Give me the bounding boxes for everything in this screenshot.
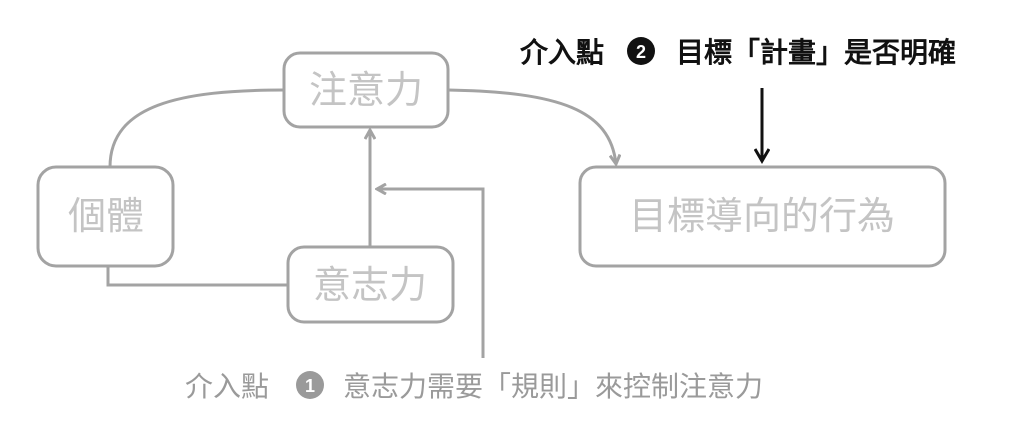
intervention-1-prefix: 介入點 [185, 371, 269, 402]
connector-individual-attention [108, 88, 285, 168]
node-individual-label: 個體 [68, 196, 144, 238]
connector-attention-goal [447, 88, 616, 164]
node-willpower: 意志力 [286, 245, 455, 324]
node-willpower-label: 意志力 [313, 265, 427, 307]
intervention-1-label: 介入點 1 意志力需要「規則」來控制注意力 [185, 371, 763, 402]
intervention-2-label: 介入點 2 目標「計畫」是否明確 [519, 36, 956, 68]
intervention-2-prefix: 介入點 [519, 37, 604, 68]
node-attention-label: 注意力 [309, 70, 423, 112]
intervention-1-arrow [377, 189, 485, 358]
node-goal-behavior-label: 目標導向的行為 [629, 196, 895, 238]
connector-individual-willpower [106, 266, 288, 287]
intervention-1-badge [296, 371, 324, 399]
intervention-1-number: 1 [305, 376, 315, 396]
node-individual: 個體 [36, 165, 175, 268]
intervention-2-text: 目標「計畫」是否明確 [676, 36, 956, 68]
intervention-1-text: 意志力需要「規則」來控制注意力 [343, 371, 763, 402]
intervention-2-number: 2 [636, 42, 646, 62]
node-attention: 注意力 [282, 51, 450, 129]
intervention-2-badge [627, 37, 655, 65]
node-goal-behavior: 目標導向的行為 [578, 165, 947, 268]
